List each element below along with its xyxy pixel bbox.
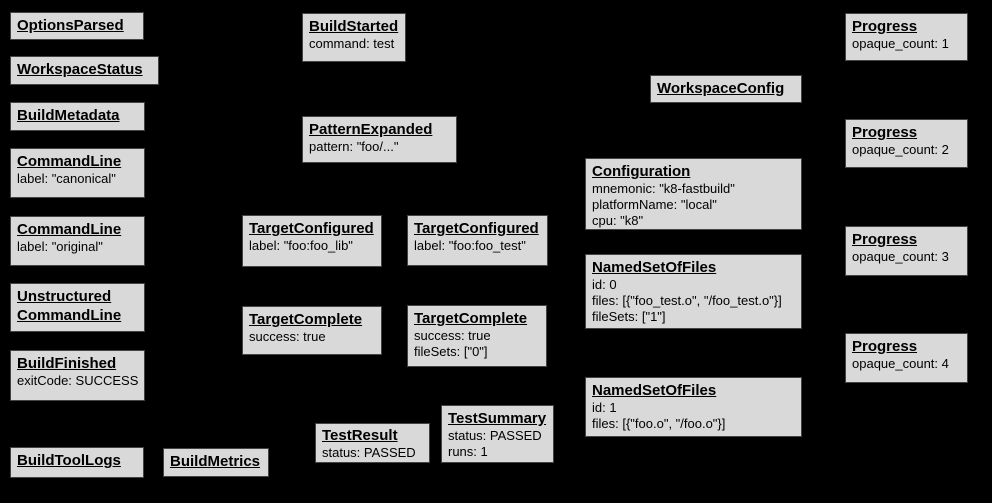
node-field: opaque_count: 2 [852,142,949,157]
node-field: cpu: "k8" [592,213,644,228]
node-title: BuildStarted [309,18,399,35]
node-title: Configuration [592,163,691,180]
node-title: TargetConfigured [249,220,374,237]
node-pattern-expanded: PatternExpanded pattern: "foo/..." [302,116,457,163]
node-options-parsed: OptionsParsed [10,12,144,40]
node-title: Unstructured CommandLine [17,288,122,324]
node-field: files: [{"foo.o", "/foo.o"}] [592,416,726,431]
node-progress-4: Progress opaque_count: 4 [845,333,968,383]
node-title: TargetComplete [414,310,528,327]
node-field: files: [{"foo_test.o", "/foo_test.o"}] [592,293,782,308]
node-title: Progress [852,231,918,248]
node-build-metrics: BuildMetrics [163,448,269,477]
node-workspace-config: WorkspaceConfig [650,75,802,103]
node-title: TargetComplete [249,311,363,328]
node-field: opaque_count: 1 [852,36,949,51]
node-command-line-original: CommandLine label: "original" [10,216,145,266]
node-field: label: "canonical" [17,171,116,186]
node-field: success: true [414,328,491,343]
node-field: platformName: "local" [592,197,717,212]
node-title: TestResult [322,427,398,444]
node-title: WorkspaceStatus [17,61,143,78]
node-field: fileSets: ["0"] [414,344,488,359]
node-target-complete-foo-lib: TargetComplete success: true [242,306,382,355]
node-title: Progress [852,124,918,141]
node-field: mnemonic: "k8-fastbuild" [592,181,735,196]
node-title: BuildToolLogs [17,452,121,469]
node-title: WorkspaceConfig [657,80,785,97]
node-build-finished: BuildFinished exitCode: SUCCESS [10,350,145,401]
node-progress-2: Progress opaque_count: 2 [845,119,968,168]
node-configuration: Configuration mnemonic: "k8-fastbuild" p… [585,158,802,230]
node-field: fileSets: ["1"] [592,309,666,324]
node-field: label: "foo:foo_lib" [249,238,353,253]
node-field: label: "original" [17,239,103,254]
node-named-set-of-files-1: NamedSetOfFiles id: 1 files: [{"foo.o", … [585,377,802,437]
node-test-result: TestResult status: PASSED [315,423,430,463]
node-progress-3: Progress opaque_count: 3 [845,226,968,276]
node-title: NamedSetOfFiles [592,259,717,276]
node-title: Progress [852,18,918,35]
node-field: status: PASSED [448,428,542,443]
node-title: BuildFinished [17,355,117,372]
node-field: command: test [309,36,395,51]
node-field: exitCode: SUCCESS [17,373,139,388]
node-field: pattern: "foo/..." [309,139,399,154]
node-test-summary: TestSummary status: PASSED runs: 1 [441,405,554,463]
node-title: OptionsParsed [17,17,124,34]
node-title: BuildMetrics [170,453,261,470]
node-build-tool-logs: BuildToolLogs [10,447,144,478]
node-title: TargetConfigured [414,220,539,237]
node-build-started: BuildStarted command: test [302,13,406,62]
node-target-configured-foo-lib: TargetConfigured label: "foo:foo_lib" [242,215,382,267]
node-field: label: "foo:foo_test" [414,238,526,253]
node-field: id: 1 [592,400,617,415]
node-field: opaque_count: 3 [852,249,949,264]
node-command-line-canonical: CommandLine label: "canonical" [10,148,145,198]
node-title: PatternExpanded [309,121,433,138]
node-target-complete-foo-test: TargetComplete success: true fileSets: [… [407,305,547,367]
node-title: TestSummary [448,410,547,427]
node-field: success: true [249,329,326,344]
node-title: CommandLine [17,153,122,170]
node-progress-1: Progress opaque_count: 1 [845,13,968,61]
node-title: CommandLine [17,221,122,238]
node-workspace-status: WorkspaceStatus [10,56,159,85]
node-field: runs: 1 [448,444,488,459]
node-title: NamedSetOfFiles [592,382,717,399]
node-named-set-of-files-0: NamedSetOfFiles id: 0 files: [{"foo_test… [585,254,802,329]
node-field: status: PASSED [322,445,416,460]
node-target-configured-foo-test: TargetConfigured label: "foo:foo_test" [407,215,548,266]
node-unstructured-command-line: Unstructured CommandLine [10,283,145,332]
node-title: BuildMetadata [17,107,120,124]
node-title: Progress [852,338,918,355]
node-field: id: 0 [592,277,617,292]
node-field: opaque_count: 4 [852,356,949,371]
node-build-metadata: BuildMetadata [10,102,145,131]
